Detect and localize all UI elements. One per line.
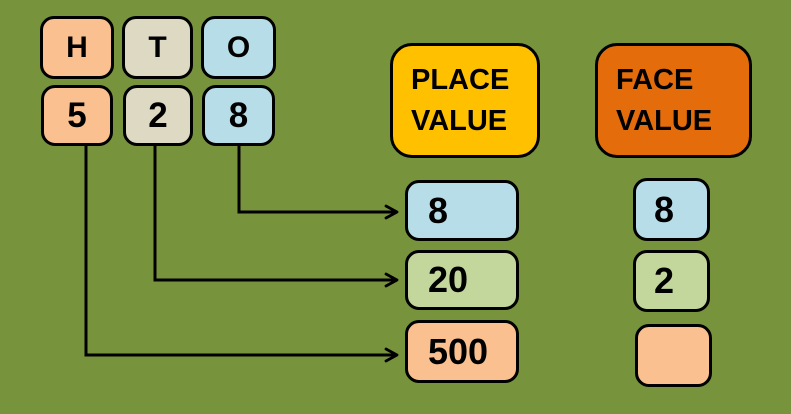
face-value-tens-box: 2 (633, 250, 710, 312)
place-value-header: PLACE VALUE (390, 43, 540, 158)
place-value-header-line1: PLACE (411, 64, 510, 97)
face-value-header: FACE VALUE (595, 43, 752, 158)
arrow-ones-to-place-value (237, 146, 399, 220)
hundreds-digit-box: 5 (41, 85, 113, 146)
tens-digit-box: 2 (123, 85, 193, 146)
place-value-tens-box: 20 (405, 250, 519, 310)
place-value-header-line2: VALUE (411, 104, 508, 137)
ones-digit-box: 8 (202, 85, 275, 146)
arrow-hundreds-to-place-value (84, 146, 399, 363)
ones-letter-box: O (201, 16, 276, 79)
face-value-ones-box: 8 (633, 178, 710, 241)
place-value-hundreds-box: 500 (405, 320, 519, 383)
hundreds-letter-box: H (40, 16, 114, 79)
place-value-ones-box: 8 (405, 180, 519, 241)
face-value-header-line2: VALUE (616, 104, 713, 137)
arrow-tens-to-place-value (153, 146, 399, 288)
face-value-header-line1: FACE (616, 64, 694, 97)
tens-letter-box: T (122, 16, 193, 79)
face-value-hundreds-box (635, 324, 712, 387)
